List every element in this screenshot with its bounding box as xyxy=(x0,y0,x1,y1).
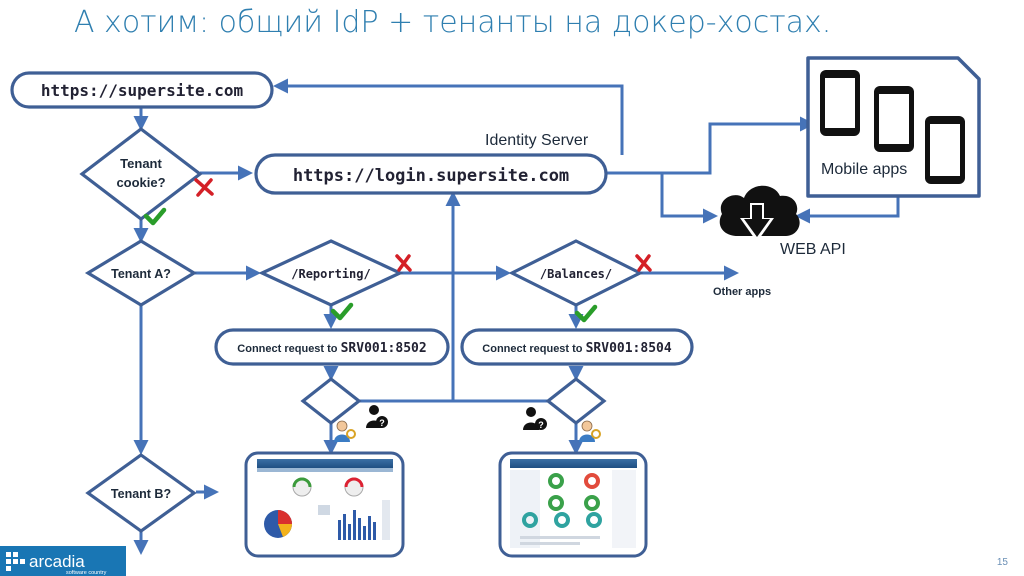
arcadia-logo: arcadia software country xyxy=(0,546,126,576)
login-node: https://login.supersite.com xyxy=(254,153,608,195)
other-apps-label: Other apps xyxy=(713,286,771,298)
balances-app-screenshot xyxy=(498,451,648,558)
check-icon xyxy=(330,302,354,321)
login-url: https://login.supersite.com xyxy=(293,166,569,186)
cross-icon xyxy=(395,254,412,272)
user-key-icon xyxy=(579,420,601,442)
supersite-node: https://supersite.com xyxy=(10,71,274,109)
user-question-icon: ? xyxy=(523,407,547,430)
arrow-login-to-mobile xyxy=(606,116,815,175)
page-number: 15 xyxy=(997,557,1009,568)
tenant-a-decision: Tenant A? xyxy=(84,239,198,307)
svg-text:?: ? xyxy=(538,420,544,430)
connect2-prefix: Connect request to xyxy=(482,343,585,355)
tenant-cookie-line1: Tenant xyxy=(120,156,162,171)
mobile-apps-label: Mobile apps xyxy=(821,161,907,178)
check-icon xyxy=(143,207,167,226)
auth-decision-2 xyxy=(545,376,607,426)
slide-title: А хотим: общий IdP + тенанты на докер-хо… xyxy=(74,5,831,40)
arrow-mobile-to-webapi xyxy=(795,196,900,224)
user-key-icon xyxy=(334,420,356,442)
identity-server-label: Identity Server xyxy=(485,132,589,149)
web-api-label: WEB API xyxy=(780,241,846,258)
check-icon xyxy=(574,304,598,323)
arrow-login-to-site xyxy=(273,78,624,155)
reporting-app-screenshot xyxy=(244,451,405,558)
connect1-prefix: Connect request to xyxy=(237,343,340,355)
mobile-apps-node: Mobile apps xyxy=(806,56,981,198)
auth-decision-1 xyxy=(300,376,362,426)
connect-request-2: Connect request to SRV001:8504 xyxy=(460,328,694,366)
balances-decision: /Balances/ xyxy=(508,239,644,307)
svg-text:Connect request to SRV001:8504: Connect request to SRV001:8504 xyxy=(482,341,672,356)
connectors xyxy=(133,78,900,555)
tenant-cookie-decision: Tenant cookie? xyxy=(79,126,203,222)
tenant-b-decision: Tenant B? xyxy=(85,453,197,533)
phone-icon xyxy=(874,86,914,152)
connect-request-1: Connect request to SRV001:8502 xyxy=(214,328,450,366)
reporting-path: /Reporting/ xyxy=(291,267,370,281)
supersite-url: https://supersite.com xyxy=(41,81,244,100)
tenant-a-label: Tenant A? xyxy=(111,267,171,281)
tenant-b-label: Tenant B? xyxy=(111,487,171,501)
arrow-login-to-webapi xyxy=(660,173,718,224)
logo-tagline: software country xyxy=(66,570,107,576)
cloud-download-icon xyxy=(719,185,800,242)
phone-icon xyxy=(820,70,860,136)
tenant-cookie-line2: cookie? xyxy=(116,175,165,190)
reporting-decision: /Reporting/ xyxy=(258,239,404,307)
svg-text:Connect request to SRV001:8502: Connect request to SRV001:8502 xyxy=(237,341,426,356)
connect2-server: SRV001:8504 xyxy=(586,341,672,356)
svg-text:?: ? xyxy=(379,418,385,428)
cross-icon xyxy=(194,178,214,197)
user-question-icon: ? xyxy=(366,405,388,428)
cross-icon xyxy=(635,254,652,272)
balances-path: /Balances/ xyxy=(540,267,612,281)
logo-name: arcadia xyxy=(29,552,85,571)
connect1-server: SRV001:8502 xyxy=(341,341,427,356)
phone-icon xyxy=(925,116,965,184)
